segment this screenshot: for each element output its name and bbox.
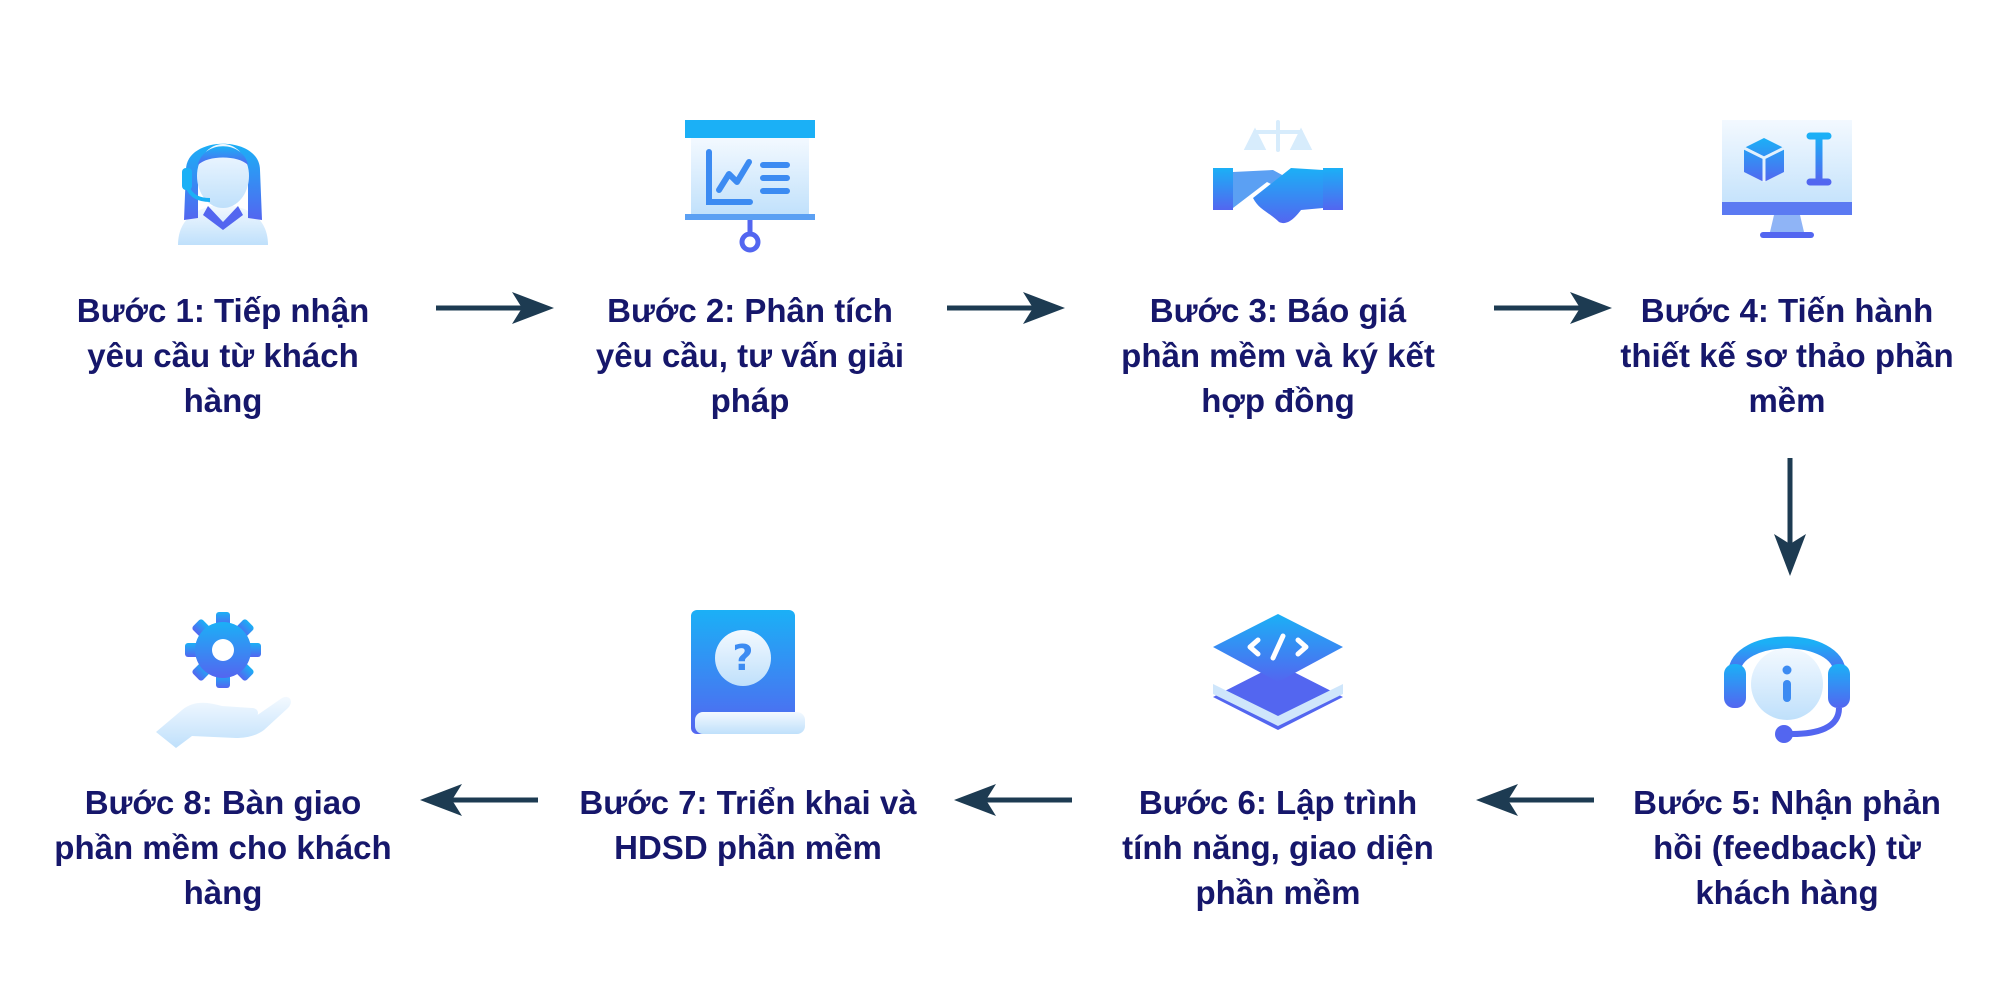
customer-support-agent-icon bbox=[178, 143, 268, 245]
handshake-icon bbox=[1213, 120, 1343, 224]
step-1-label: Bước 1: Tiếp nhận yêu cầu từ khách hàng bbox=[76, 292, 370, 419]
step-3: Bước 3: Báo giá phần mềm và ký kết hợp đ… bbox=[1108, 110, 1448, 423]
arrow-step5-to-step6 bbox=[1476, 784, 1594, 816]
hand-gear-icon bbox=[156, 612, 291, 748]
help-book-icon: ? bbox=[691, 610, 805, 734]
step-7: ? Bước 7: Triển khai và HDSD phần mềm bbox=[578, 602, 918, 870]
step-4: Bước 4: Tiến hành thiết kế sơ thảo phần … bbox=[1617, 110, 1957, 423]
step-5: Bước 5: Nhận phản hồi (feedback) từ khác… bbox=[1617, 602, 1957, 915]
step-2-label: Bước 2: Phân tích yêu cầu, tư vấn giải p… bbox=[595, 292, 905, 419]
arrow-step1-to-step2 bbox=[436, 292, 554, 324]
step-6: Bước 6: Lập trình tính năng, giao diện p… bbox=[1108, 602, 1448, 915]
arrow-step7-to-step8 bbox=[420, 784, 538, 816]
step-4-label: Bước 4: Tiến hành thiết kế sơ thảo phần … bbox=[1620, 292, 1954, 419]
step-8: Bước 8: Bàn giao phần mềm cho khách hàng bbox=[53, 602, 393, 915]
step-1: Bước 1: Tiếp nhận yêu cầu từ khách hàng bbox=[53, 110, 393, 423]
headset-info-icon bbox=[1724, 636, 1850, 743]
step-2: Bước 2: Phân tích yêu cầu, tư vấn giải p… bbox=[580, 110, 920, 423]
arrow-step3-to-step4 bbox=[1494, 292, 1612, 324]
arrow-step6-to-step7 bbox=[954, 784, 1072, 816]
step-3-label: Bước 3: Báo giá phần mềm và ký kết hợp đ… bbox=[1121, 292, 1435, 419]
presentation-board-chart-icon bbox=[685, 120, 815, 253]
arrow-step4-to-step5 bbox=[1774, 458, 1806, 576]
step-7-label: Bước 7: Triển khai và HDSD phần mềm bbox=[579, 784, 917, 866]
step-6-label: Bước 6: Lập trình tính năng, giao diện p… bbox=[1122, 784, 1434, 911]
step-5-label: Bước 5: Nhận phản hồi (feedback) từ khác… bbox=[1633, 784, 1941, 911]
step-8-label: Bước 8: Bàn giao phần mềm cho khách hàng bbox=[54, 784, 392, 911]
arrow-step2-to-step3 bbox=[947, 292, 1065, 324]
svg-text:?: ? bbox=[733, 638, 754, 679]
code-layers-icon bbox=[1213, 614, 1343, 730]
monitor-design-icon bbox=[1722, 120, 1852, 238]
